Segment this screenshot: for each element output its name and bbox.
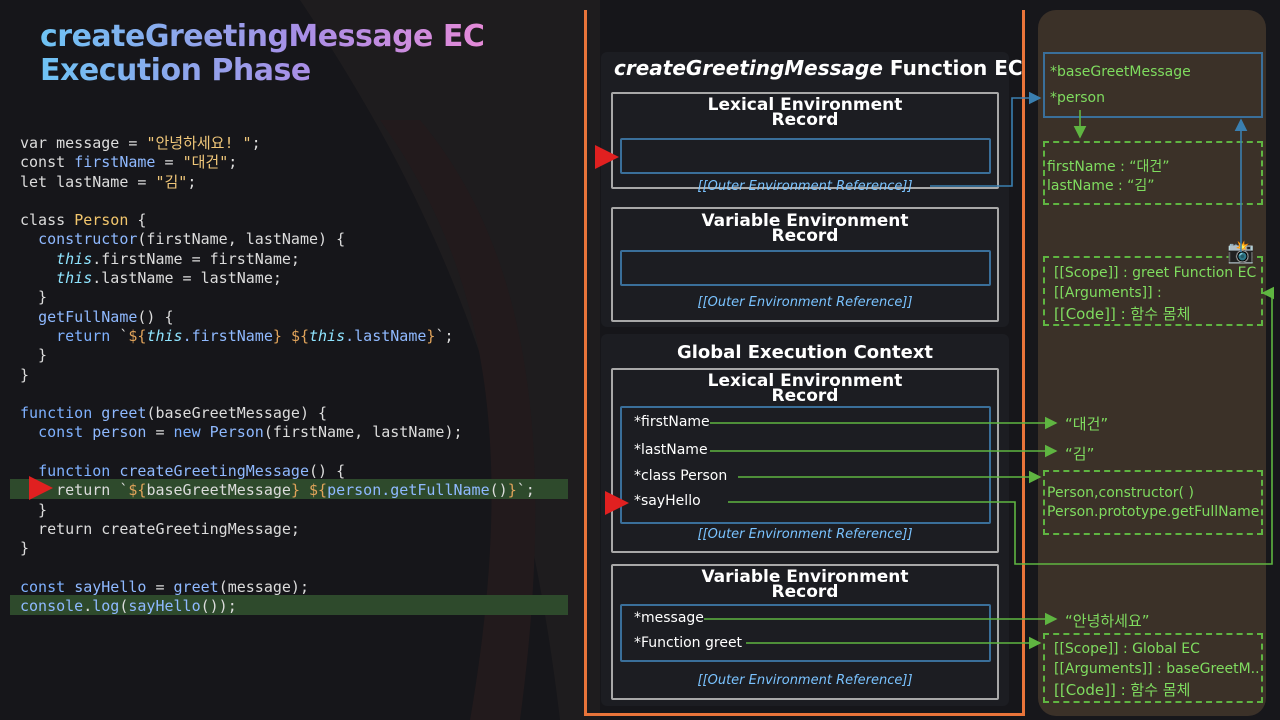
greet-function-object [1043, 633, 1263, 703]
code-line: return `${this.firstName} ${this.lastNam… [56, 326, 454, 345]
code-line [20, 385, 535, 404]
code-line: return createGreetingMessage; [20, 519, 300, 538]
code-line: } [20, 500, 48, 519]
code-line: constructor(firstName, lastName) { [38, 230, 346, 249]
code-line: return `${baseGreetMessage} ${person.get… [20, 481, 535, 500]
value-lastname: “김” [1065, 445, 1095, 463]
gec-lexical-outer-ref: [[Outer Environment Reference]] [697, 527, 913, 542]
fec-variable-outer-ref: [[Outer Environment Reference]] [697, 295, 913, 310]
code-line: this.firstName = firstName; [56, 249, 300, 268]
code-line: } [20, 365, 30, 384]
code-line: } [20, 288, 48, 307]
code-line: this.lastName = lastName; [56, 269, 282, 288]
camera-flash-icon: 📸 [1227, 240, 1255, 265]
code-line: const firstName = "대건"; [20, 153, 238, 172]
code-line [20, 559, 535, 578]
code-line: class Person { [20, 211, 147, 230]
greet-scope: [[Scope]] : Global EC [1054, 641, 1200, 657]
code-line: const person = new Person(firstName, las… [38, 423, 463, 442]
code-line: } [20, 346, 48, 365]
code-line: const sayHello = greet(message); [20, 577, 309, 596]
gec-variable-record [611, 564, 999, 700]
code-line [20, 192, 535, 211]
var-class-person: *class Person [634, 468, 728, 484]
var-lastname: *lastName [634, 442, 708, 458]
title-line-2: Execution Phase [40, 53, 311, 88]
person-prototype-method: Person.prototype.getFullName [1047, 504, 1260, 520]
global-ec-title: Global Execution Context [676, 342, 934, 363]
page-title: createGreetingMessage EC Execution Phase [40, 20, 484, 88]
person-constructor: Person,constructor( ) [1047, 485, 1194, 501]
highlight-current-line [10, 479, 568, 499]
value-firstname: “대건” [1065, 415, 1109, 433]
fn-code: [[Code]] : 함수 몸체 [1054, 305, 1191, 323]
greet-arguments: [[Arguments]] : baseGreetM.. [1054, 661, 1260, 677]
greet-env-person: *person [1050, 90, 1105, 106]
code-line: getFullName() { [38, 307, 174, 326]
code-line: function createGreetingMessage() { [38, 462, 346, 481]
gec-variable-slot [620, 604, 991, 662]
gec-variable-outer-ref: [[Outer Environment Reference]] [697, 673, 913, 688]
code-line: } [20, 539, 30, 558]
var-firstname: *firstName [634, 414, 710, 430]
person-object-box [1043, 141, 1263, 205]
var-function-greet: *Function greet [634, 635, 743, 651]
person-class-object [1043, 470, 1263, 535]
greet-code: [[Code]] : 함수 몸체 [1054, 681, 1191, 699]
value-message: “안녕하세요” [1065, 612, 1150, 630]
code-line: let lastName = "김"; [20, 172, 197, 191]
greet-env-basegreetmessage: *baseGreetMessage [1050, 64, 1191, 80]
code-line [20, 443, 535, 462]
title-line-1: createGreetingMessage EC [40, 19, 485, 54]
greet-ec-env-box [1043, 52, 1263, 118]
fn-arguments: [[Arguments]] : [1054, 285, 1162, 301]
function-ec-title: createGreetingMessage Function EC [614, 56, 1023, 80]
highlight-call-line [10, 595, 568, 615]
code-line: var message = "안녕하세요! "; [20, 134, 261, 152]
fec-variable-slot [620, 250, 991, 286]
code-listing: var message = "안녕하세요! ";const firstName … [20, 134, 535, 616]
code-line: console.log(sayHello()); [20, 597, 237, 616]
fec-lexical-slot [620, 138, 991, 174]
person-lastname: lastName : “김” [1047, 178, 1155, 194]
fec-lexical-outer-ref: [[Outer Environment Reference]] [697, 179, 913, 194]
person-firstname: firstName : “대건” [1047, 159, 1170, 175]
var-message: *message [634, 610, 704, 626]
code-line: function greet(baseGreetMessage) { [20, 404, 328, 423]
fn-scope: [[Scope]] : greet Function EC [1054, 265, 1257, 281]
var-sayhello: *sayHello [634, 493, 701, 509]
